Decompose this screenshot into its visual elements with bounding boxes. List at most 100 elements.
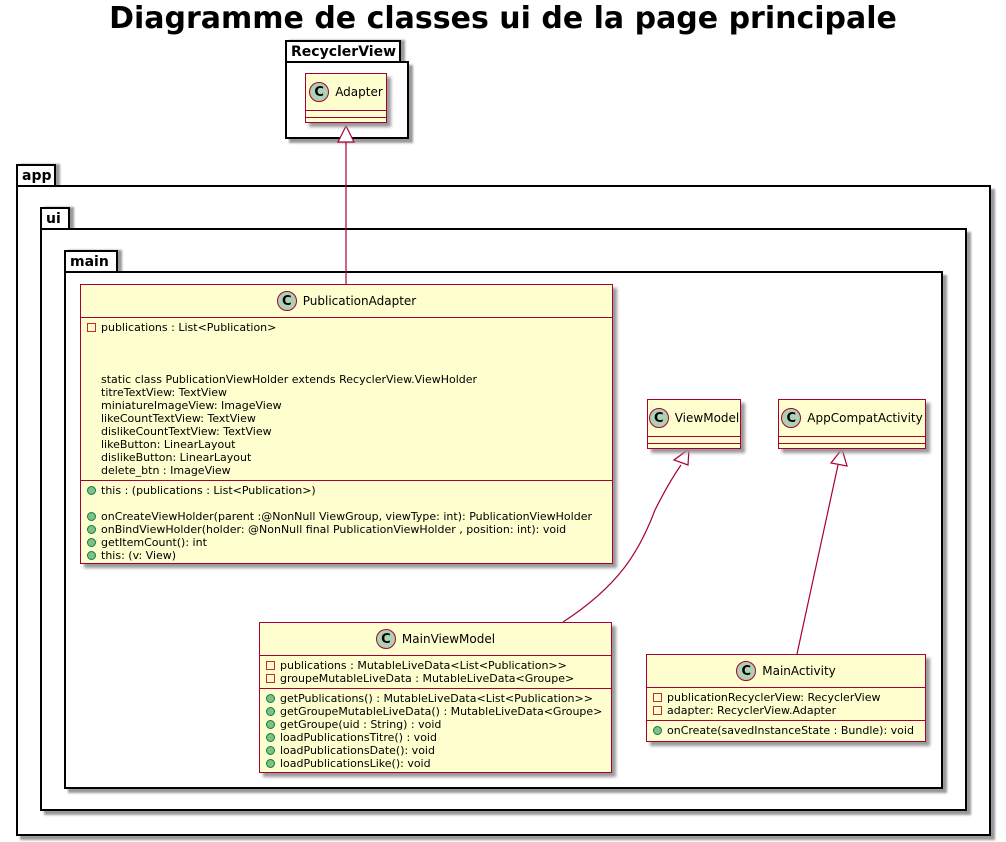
member-row: dislikeCountTextView: TextView xyxy=(87,425,606,438)
member-row: onBindViewHolder(holder: @NonNull final … xyxy=(87,523,606,536)
member-text: this: (v: View) xyxy=(101,549,177,562)
edge-mainviewmodel-viewmodel xyxy=(562,464,682,623)
private-visibility-icon xyxy=(266,674,275,683)
member-text: miniatureImageView: ImageView xyxy=(101,399,282,412)
member-text: groupeMutableLiveData : MutableLiveData<… xyxy=(280,672,575,685)
class-badge-icon: C xyxy=(781,408,802,428)
public-visibility-icon xyxy=(266,720,275,729)
methods-section: this : (publications : List<Publication>… xyxy=(81,481,612,565)
member-text: this : (publications : List<Publication>… xyxy=(101,484,316,497)
class-name: AppCompatActivity xyxy=(807,411,923,425)
member-text: likeCountTextView: TextView xyxy=(101,412,256,425)
member-row: getGroupe(uid : String) : void xyxy=(266,718,605,731)
member-row: miniatureImageView: ImageView xyxy=(87,399,606,412)
member-text: delete_btn : ImageView xyxy=(101,464,231,477)
fields-section: publications : List<Publication> static c… xyxy=(81,318,612,481)
member-text: loadPublicationsTitre() : void xyxy=(280,731,437,744)
class-name: Adapter xyxy=(335,85,383,99)
class-name: MainViewModel xyxy=(401,632,496,646)
package-recyclerview-label: RecyclerView xyxy=(291,44,397,60)
public-visibility-icon xyxy=(87,512,96,521)
member-row: loadPublicationsLike(): void xyxy=(266,757,605,770)
public-visibility-icon xyxy=(266,707,275,716)
member-text: getPublications() : MutableLiveData<List… xyxy=(280,692,593,705)
member-row: publications : List<Publication> xyxy=(87,321,606,334)
member-text: publications : MutableLiveData<List<Publ… xyxy=(280,659,567,672)
member-row: delete_btn : ImageView xyxy=(87,464,606,477)
public-visibility-icon xyxy=(653,726,662,735)
package-ui-tab: ui xyxy=(40,207,70,229)
member-text: loadPublicationsDate(): void xyxy=(280,744,435,757)
arrowhead-adapter xyxy=(337,124,355,143)
public-visibility-icon xyxy=(87,551,96,560)
arrowhead-viewmodel xyxy=(672,447,690,466)
member-row: getPublications() : MutableLiveData<List… xyxy=(266,692,605,705)
package-recyclerview-tab: RecyclerView xyxy=(285,40,401,62)
class-badge-icon: C xyxy=(648,408,669,428)
public-visibility-icon xyxy=(266,759,275,768)
member-row: publicationRecyclerView: RecyclerView xyxy=(653,691,919,704)
member-text: publications : List<Publication> xyxy=(101,321,277,334)
package-app-label: app xyxy=(22,168,52,184)
class-badge-icon: C xyxy=(375,629,396,649)
member-row: onCreate(savedInstanceState : Bundle): v… xyxy=(653,724,919,737)
member-text: titreTextView: TextView xyxy=(101,386,228,399)
member-text: adapter: RecyclerView.Adapter xyxy=(667,704,837,717)
diagram-title: Diagramme de classes ui de la page princ… xyxy=(109,1,897,36)
member-row: loadPublicationsDate(): void xyxy=(266,744,605,757)
member-row: this : (publications : List<Publication>… xyxy=(87,484,606,497)
member-text: publicationRecyclerView: RecyclerView xyxy=(667,691,881,704)
member-row xyxy=(87,360,606,373)
package-app-tab: app xyxy=(16,164,56,186)
edge-mainactivity-appcompatactivity xyxy=(796,464,839,655)
public-visibility-icon xyxy=(87,538,96,547)
class-badge-icon: C xyxy=(736,661,757,681)
member-row xyxy=(87,497,606,510)
member-text: getGroupe(uid : String) : void xyxy=(280,718,442,731)
class-main-view-model: C MainViewModel publications : MutableLi… xyxy=(259,622,612,773)
class-view-model: C ViewModel xyxy=(647,399,741,449)
class-name: ViewModel xyxy=(674,411,740,425)
private-visibility-icon xyxy=(653,706,662,715)
member-row: groupeMutableLiveData : MutableLiveData<… xyxy=(266,672,605,685)
methods-section: getPublications() : MutableLiveData<List… xyxy=(260,689,611,773)
member-text: onBindViewHolder(holder: @NonNull final … xyxy=(101,523,567,536)
member-text: onCreateViewHolder(parent :@NonNull View… xyxy=(101,510,592,523)
public-visibility-icon xyxy=(266,694,275,703)
member-row: getItemCount(): int xyxy=(87,536,606,549)
class-badge-icon: C xyxy=(276,291,297,311)
member-row: onCreateViewHolder(parent :@NonNull View… xyxy=(87,510,606,523)
member-text: dislikeCountTextView: TextView xyxy=(101,425,272,438)
member-row: adapter: RecyclerView.Adapter xyxy=(653,704,919,717)
member-row: likeCountTextView: TextView xyxy=(87,412,606,425)
member-row: likeButton: LinearLayout xyxy=(87,438,606,451)
class-badge-icon: C xyxy=(309,82,330,102)
member-text: onCreate(savedInstanceState : Bundle): v… xyxy=(667,724,914,737)
class-publication-adapter: C PublicationAdapter publications : List… xyxy=(80,284,613,564)
member-row: static class PublicationViewHolder exten… xyxy=(87,373,606,386)
public-visibility-icon xyxy=(266,733,275,742)
member-text: getItemCount(): int xyxy=(101,536,207,549)
private-visibility-icon xyxy=(653,693,662,702)
member-row: getGroupeMutableLiveData() : MutableLive… xyxy=(266,705,605,718)
member-row: publications : MutableLiveData<List<Publ… xyxy=(266,659,605,672)
member-text: loadPublicationsLike(): void xyxy=(280,757,431,770)
class-app-compat-activity: C AppCompatActivity xyxy=(778,399,926,449)
methods-section: onCreate(savedInstanceState : Bundle): v… xyxy=(647,721,925,740)
member-row: titreTextView: TextView xyxy=(87,386,606,399)
package-main-label: main xyxy=(70,254,109,270)
public-visibility-icon xyxy=(87,525,96,534)
package-ui-label: ui xyxy=(46,211,61,227)
member-text: likeButton: LinearLayout xyxy=(101,438,236,451)
class-name: PublicationAdapter xyxy=(302,294,417,308)
public-visibility-icon xyxy=(87,486,96,495)
member-text: static class PublicationViewHolder exten… xyxy=(101,373,478,386)
class-name: MainActivity xyxy=(762,664,836,678)
private-visibility-icon xyxy=(266,661,275,670)
class-main-activity: C MainActivity publicationRecyclerView: … xyxy=(646,654,926,742)
member-row: loadPublicationsTitre() : void xyxy=(266,731,605,744)
arrowhead-appcompatactivity xyxy=(829,447,848,467)
member-text: dislikeButton: LinearLayout xyxy=(101,451,252,464)
